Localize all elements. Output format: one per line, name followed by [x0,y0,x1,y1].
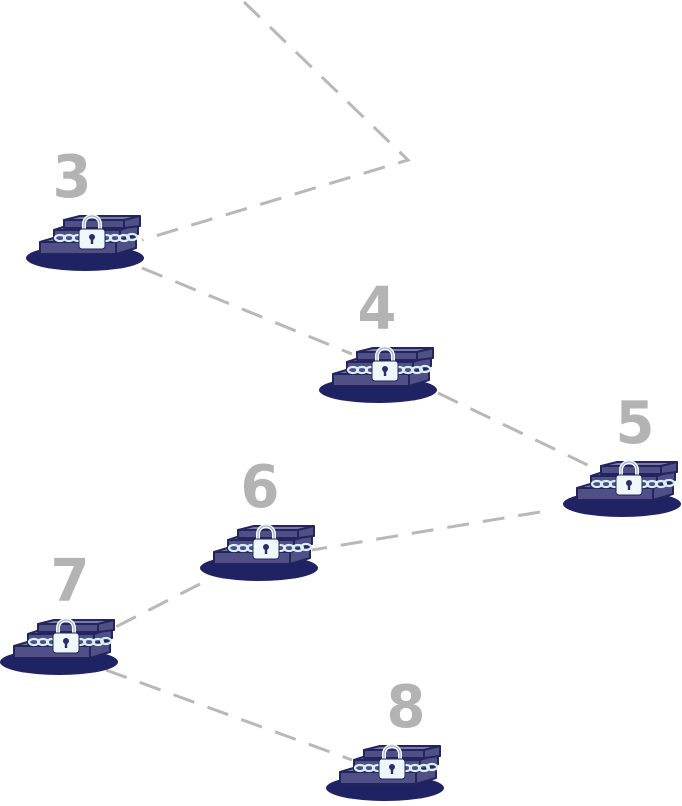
locked-stairs-icon [200,524,318,581]
lock-icon [371,346,399,382]
lock-icon [52,618,80,654]
path-segment-top [141,0,411,242]
level-number: 3 [52,143,92,212]
level-node-3[interactable]: 3 [20,148,150,280]
level-node-5[interactable]: 5 [557,389,682,526]
level-number: 4 [357,275,397,344]
level-number: 7 [50,547,90,616]
path-segment-7-8 [105,668,353,762]
chain-icon [590,478,676,489]
level-number: 5 [615,389,655,458]
level-number: 6 [240,453,280,522]
lock-icon [615,460,643,496]
path-segment-6-7 [101,582,201,636]
lock-icon [78,214,106,250]
lock-icon [378,744,406,780]
level-node-8[interactable]: 8 [320,678,450,806]
level-node-4[interactable]: 4 [313,275,443,412]
path-segment-3-4 [141,266,353,356]
locked-stairs-icon [26,214,144,271]
lock-icon [252,524,280,560]
chain-icon [227,542,313,553]
locked-stairs-icon [326,744,444,801]
path-segment-5-6 [311,510,541,552]
level-number: 8 [386,673,426,742]
path-segment-4-5 [437,391,599,472]
level-node-6[interactable]: 6 [194,453,324,590]
locked-stairs-icon [563,460,681,517]
locked-stairs-icon [0,618,118,675]
level-node-7[interactable]: 7 [0,552,124,684]
chain-icon [353,762,439,773]
locked-stairs-icon [319,346,437,403]
